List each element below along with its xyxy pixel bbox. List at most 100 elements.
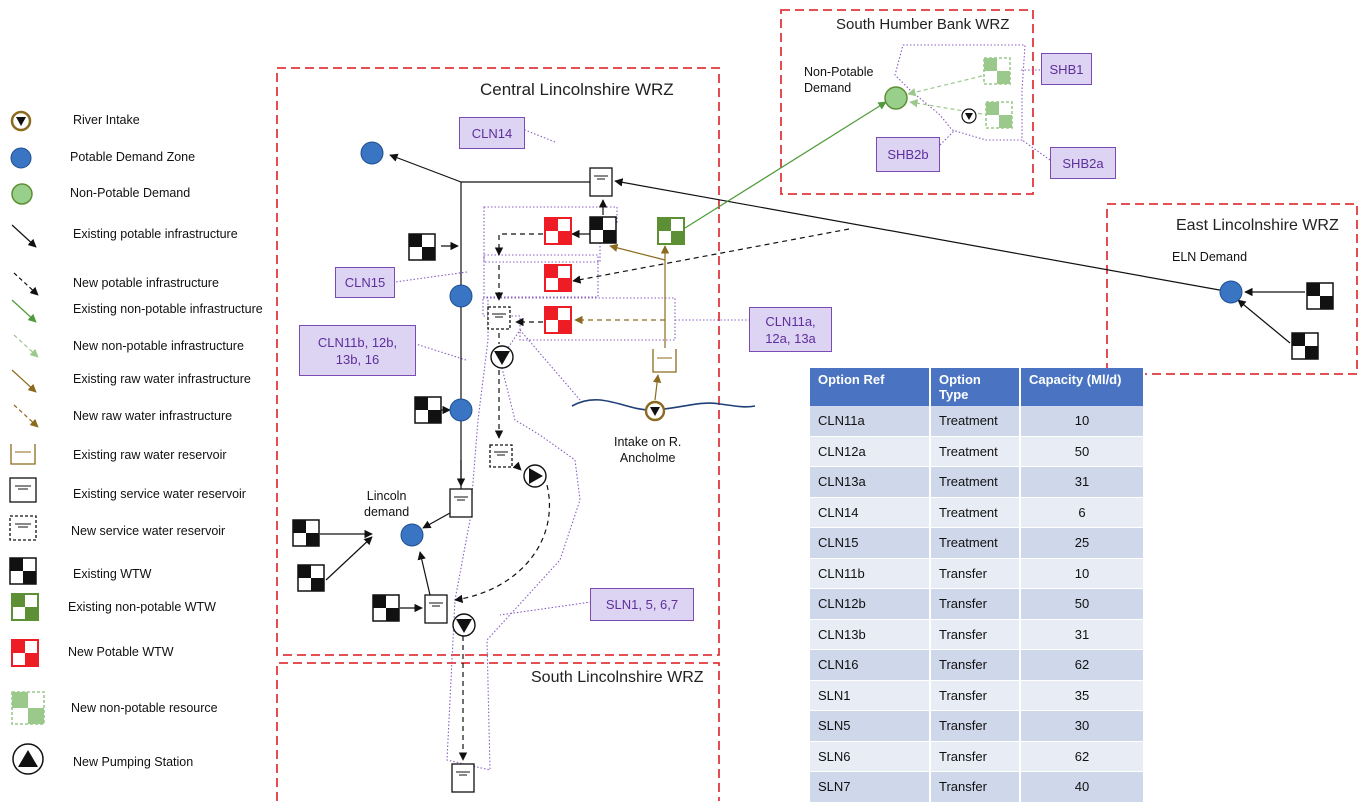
cell-option-ref: CLN13a	[810, 466, 931, 498]
cell-option-ref: CLN11b	[810, 558, 931, 589]
legend-icons	[9, 110, 45, 775]
intake-label: Intake on R. Ancholme	[614, 435, 682, 465]
new-non-potable-resource-icon	[11, 691, 45, 725]
south-lincolnshire-wrz-border	[276, 662, 720, 801]
cell-option-type: Transfer	[930, 558, 1021, 589]
new-pumping-station-icon	[12, 743, 44, 775]
cell-option-ref: CLN15	[810, 527, 931, 559]
new-potable-lines	[454, 228, 850, 761]
new-raw-water-infrastructure-icon	[13, 404, 39, 428]
cell-option-type: Treatment	[930, 436, 1021, 467]
legend-label: Potable Demand Zone	[70, 150, 196, 164]
callout-cln14: CLN14	[459, 117, 525, 149]
existing-wtw	[408, 233, 436, 261]
cell-option-type: Treatment	[930, 497, 1021, 528]
callout-shb2b: SHB2b	[876, 137, 940, 172]
cell-capacity: 10	[1020, 558, 1145, 589]
river-intake-icon	[10, 110, 32, 132]
lincoln-demand-label: Lincoln demand	[364, 489, 410, 519]
header-option-ref: Option Ref	[810, 368, 931, 406]
callout-cln11a: CLN11a, 12a, 13a	[749, 307, 832, 352]
cell-option-type: Treatment	[930, 466, 1021, 498]
non-potable-demand-node	[884, 86, 908, 110]
cell-option-ref: SLN6	[810, 741, 931, 772]
legend-label: New non-potable infrastructure	[73, 339, 244, 353]
central-lincolnshire-wrz-title: Central Lincolnshire WRZ	[480, 80, 674, 99]
new-service-water-reservoir-icon	[9, 515, 37, 541]
header-option-type: Option Type	[930, 368, 1021, 406]
central-lincolnshire-wrz-border	[276, 67, 720, 656]
legend-label: New non-potable resource	[71, 701, 218, 715]
cell-option-ref: CLN13b	[810, 619, 931, 650]
cell-option-type: Transfer	[930, 649, 1021, 681]
existing-raw-water-reservoir	[652, 349, 677, 373]
callout-shb2a: SHB2a	[1050, 147, 1116, 179]
existing-wtw	[589, 216, 617, 244]
legend-label: Existing potable infrastructure	[73, 227, 238, 241]
cell-option-type: Transfer	[930, 588, 1021, 620]
existing-service-water-reservoir	[424, 594, 448, 624]
eln-demand-label: ELN Demand	[1172, 250, 1248, 264]
raw-water-lines	[574, 243, 670, 401]
new-pumping-station	[452, 613, 476, 637]
existing-wtw	[1306, 282, 1334, 310]
south-lincolnshire-wrz-title: South Lincolnshire WRZ	[531, 669, 704, 686]
legend-label: Existing WTW	[73, 567, 152, 581]
cell-option-ref: SLN1	[810, 680, 931, 711]
cell-option-type: Transfer	[930, 710, 1021, 742]
legend-label: Existing service water reservoir	[73, 487, 246, 501]
existing-potable-infrastructure-icon	[11, 224, 37, 248]
legend-label: New service water reservoir	[71, 524, 226, 538]
legend-label: Existing non-potable WTW	[68, 600, 216, 614]
cell-option-ref: CLN12b	[810, 588, 931, 620]
cell-capacity: 31	[1020, 466, 1145, 498]
existing-service-water-reservoir	[449, 488, 473, 518]
cell-capacity: 50	[1020, 588, 1145, 620]
cell-capacity: 30	[1020, 710, 1145, 742]
south-humber-bank-wrz-border	[780, 9, 1034, 195]
cell-option-type: Transfer	[930, 771, 1021, 803]
cell-option-type: Transfer	[930, 741, 1021, 772]
legend-label: Non-Potable Demand	[70, 186, 191, 200]
south-humber-bank-wrz-title: South Humber Bank WRZ	[836, 16, 1010, 33]
cell-option-ref: SLN5	[810, 710, 931, 742]
new-non-potable-infrastructure-icon	[13, 334, 39, 358]
cell-capacity: 31	[1020, 619, 1145, 650]
new-non-potable-resource	[983, 57, 1011, 85]
new-non-potable-resource	[985, 101, 1013, 129]
existing-service-water-reservoir-icon	[9, 477, 37, 503]
cell-capacity: 50	[1020, 436, 1145, 467]
non-potable-demand-label: Non-Potable Demand	[804, 65, 874, 95]
existing-non-potable-wtw-icon	[11, 593, 39, 621]
cell-option-ref: CLN14	[810, 497, 931, 528]
existing-wtw-icon	[9, 557, 37, 585]
existing-wtw	[292, 519, 320, 547]
legend-label: River Intake	[73, 113, 140, 127]
lincoln-demand-node	[400, 523, 424, 547]
new-potable-wtw	[544, 306, 572, 334]
new-potable-wtw-icon	[11, 639, 39, 667]
non-potable-demand-icon	[11, 183, 33, 205]
legend-label: New Potable WTW	[68, 645, 174, 659]
legend-label: New potable infrastructure	[73, 276, 219, 290]
existing-raw-water-infrastructure-icon	[11, 369, 37, 393]
header-capacity: Capacity (Ml/d)	[1020, 368, 1145, 406]
legend-label: New Pumping Station	[73, 755, 194, 769]
cell-capacity: 62	[1020, 649, 1145, 681]
callout-sln: SLN1, 5, 6,7	[590, 588, 694, 621]
cell-capacity: 25	[1020, 527, 1145, 559]
table-header-row: Option Ref Option Type Capacity (Ml/d)	[810, 368, 1145, 406]
existing-wtw	[414, 396, 442, 424]
callout-cln15: CLN15	[335, 267, 395, 298]
